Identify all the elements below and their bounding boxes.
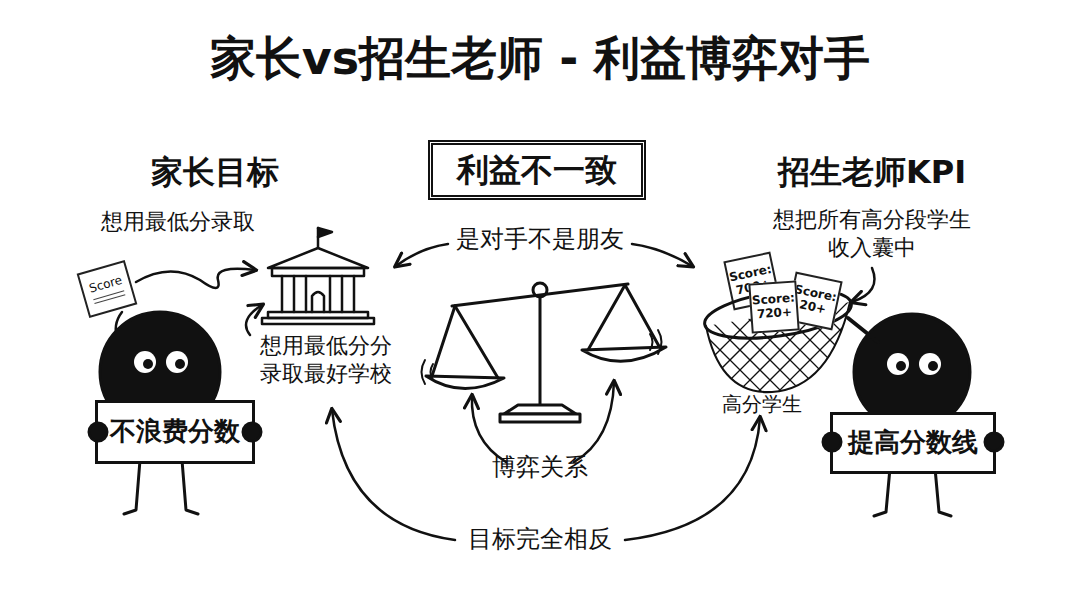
balance-scale (432, 306, 455, 376)
balance-scale (533, 283, 547, 297)
node-text: Score: 720+ (751, 292, 797, 323)
balance-scale (455, 306, 498, 378)
school-building (317, 228, 320, 248)
school-building (312, 292, 324, 312)
balance-scale (452, 284, 628, 306)
relation-arrow (852, 268, 875, 302)
side-heading: 家长目标 (95, 152, 335, 192)
school-building (268, 312, 368, 318)
school-building (272, 268, 364, 276)
parent-character (166, 351, 188, 373)
school-building (281, 276, 284, 312)
balance-scale (539, 292, 542, 405)
school-building (262, 318, 374, 324)
node-text: Score (88, 274, 124, 297)
recruiter-character (935, 468, 951, 516)
sheet-line (94, 294, 125, 304)
illustration (100, 228, 970, 540)
school-building (318, 228, 332, 237)
relation-arrow (472, 396, 506, 462)
school-building (353, 276, 356, 312)
relation-note: 目标完全相反 (440, 524, 640, 554)
flow-arrow (116, 269, 262, 340)
parent-character (175, 359, 185, 369)
diagram-title: 家长vs招生老师 - 利益博弈对手 (40, 30, 1040, 88)
balance-scale (426, 376, 504, 389)
relation-note: 博弈关系 (460, 452, 620, 482)
relation-arrow (332, 410, 455, 540)
parent-character (143, 359, 153, 369)
relation-note: 是对手不是朋友 (430, 224, 650, 254)
score-sheet: Score (77, 260, 138, 318)
flow-arrow (116, 312, 122, 340)
relation-arrow (632, 244, 692, 266)
protest-sign: 提高分数线 (830, 412, 996, 474)
node-text: 利益不一致 (457, 152, 617, 189)
balance-scale (431, 364, 434, 380)
node-text: 不浪费分数 (110, 417, 240, 447)
score-card: Score: 720+ (748, 280, 799, 333)
balance-scale (422, 360, 426, 384)
balance-scale (625, 285, 660, 348)
protest-sign: 不浪费分数 (95, 400, 255, 464)
flow-arrow (136, 269, 255, 288)
school-building (262, 228, 374, 324)
goal-note: 想用最低分分录取最好学校 (251, 332, 401, 387)
side-heading: 招生老师KPI (732, 152, 1012, 192)
recruiter-character (919, 353, 941, 375)
balance-scale (588, 285, 625, 350)
balance-scale (500, 414, 580, 422)
parent-character (182, 460, 198, 514)
relation-arrow (332, 244, 875, 540)
parent-character (134, 351, 156, 373)
balance-scale (582, 347, 666, 361)
node-text: 提高分数线 (848, 428, 978, 458)
catching-net (848, 318, 878, 342)
school-building (268, 248, 368, 268)
relation-arrow (574, 382, 614, 462)
balance-scale (650, 334, 653, 350)
recruiter-character (928, 361, 938, 371)
recruiter-character (887, 353, 909, 375)
relation-arrow (396, 244, 448, 266)
relation-arrow (625, 418, 760, 540)
school-building (293, 276, 296, 312)
school-building (341, 276, 344, 312)
net-caption: 高分学生 (707, 392, 817, 417)
parent-character (124, 460, 140, 514)
recruiter-character (874, 468, 890, 516)
flow-arrow (246, 305, 262, 335)
school-building (329, 276, 332, 312)
goal-note: 想把所有高分段学生收入囊中 (769, 206, 975, 261)
recruiter-character (896, 361, 906, 371)
goal-note: 想用最低分录取 (78, 208, 278, 236)
school-building (305, 276, 308, 312)
balance-scale (658, 330, 662, 354)
headline-box: 利益不一致 (428, 140, 646, 200)
balance-scale (422, 283, 667, 422)
balance-scale (504, 405, 576, 414)
